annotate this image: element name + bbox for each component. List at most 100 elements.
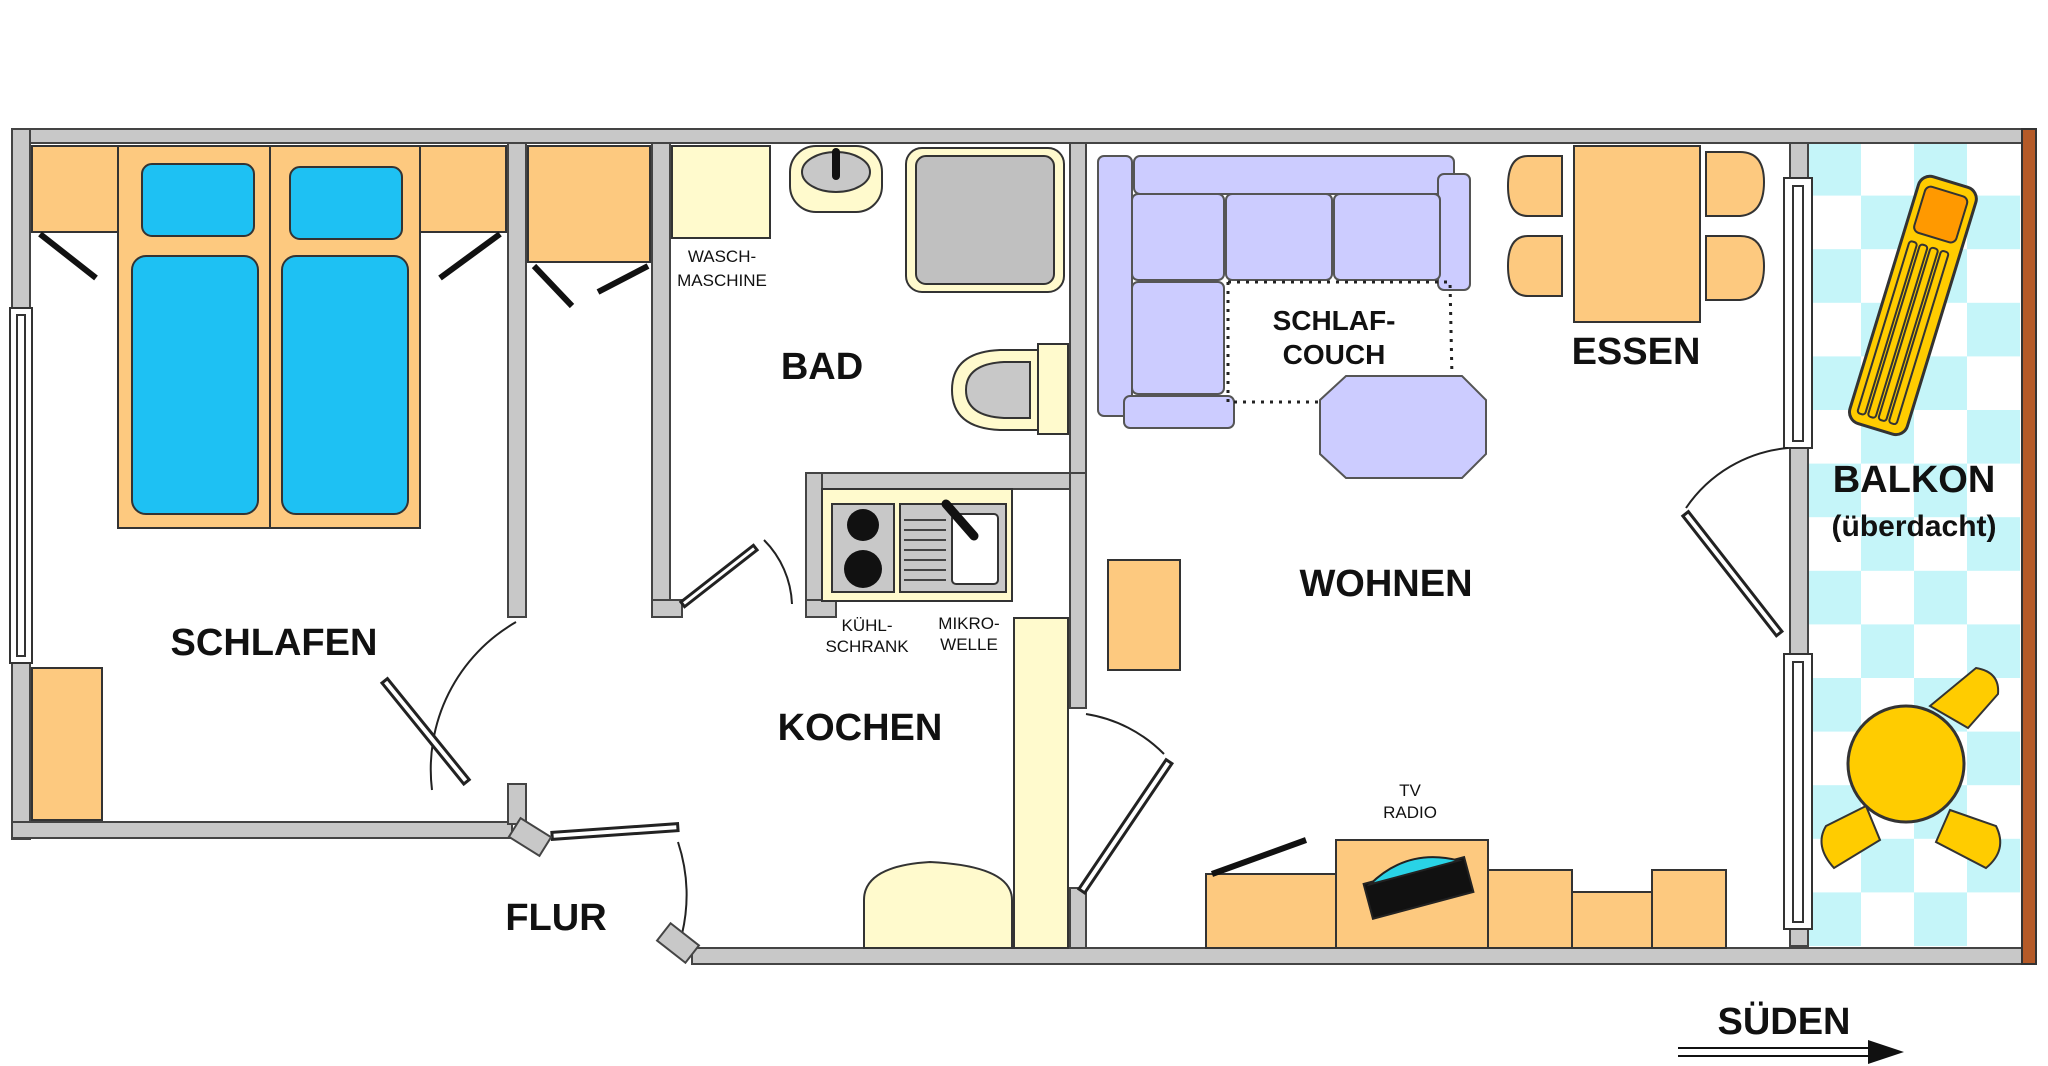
balcony-chair-1 [1928,666,2000,730]
sofa-back-left [1097,155,1133,417]
dining-chair-4 [1705,235,1766,301]
label-schlafcouch-1: SCHLAF- [1273,305,1396,336]
balcony-table [1846,704,1966,824]
door-entrance-jamb-top [507,816,553,858]
mattress-left [131,255,259,515]
compass-arrow-icon [1868,1040,1904,1064]
closet-door-right [596,263,650,295]
balcony-tile [1808,570,1861,625]
label-radio: RADIO [1383,803,1437,822]
toilet-tank [1037,343,1069,435]
pillow-left [141,163,255,237]
door-wohnen-arc [1085,713,1165,755]
label-mikrowelle-1: MIKRO- [938,614,999,633]
window-wohnen-top [1783,177,1813,449]
coffee-table [1319,375,1487,479]
dining-chair-1 [1506,155,1563,217]
wall-schlafen-right-upper [507,142,527,618]
washing-machine [671,145,771,239]
doors [379,447,1789,965]
door-balcony-arc [1685,447,1789,509]
balcony-railing [2021,128,2037,965]
sideboard-door [1210,837,1308,877]
label-bad: BAD [781,346,863,388]
label-flur: FLUR [505,897,606,939]
sofa-arm-right [1437,173,1471,291]
dining-chair-3 [1705,151,1766,217]
balcony-tile [1967,302,2020,357]
sideboard-4 [1651,869,1727,949]
kitchen-table [863,860,1013,949]
sofa-cushion-1 [1131,193,1225,281]
door-entrance-arc [677,841,688,935]
label-wohnen: WOHNEN [1299,563,1472,605]
balcony-tile [1914,570,1967,625]
balcony-chair-2 [1820,804,1882,870]
wall-bad-stub [651,599,683,618]
dining-chair-2 [1506,235,1563,297]
dining-table [1573,145,1701,323]
wall-bad-right [1069,142,1087,474]
bad-room [671,145,1069,435]
sofa-cushion-2 [1225,193,1333,281]
wall-top [11,128,2023,144]
label-balkon: BALKON [1833,459,1996,501]
label-kochen: KOCHEN [778,707,943,749]
sideboard-3 [1571,891,1653,949]
walls [11,128,2037,965]
label-schlafen: SCHLAFEN [171,622,378,664]
labels: SCHLAFEN BAD KOCHEN WOHNEN ESSEN FLUR BA… [171,247,1997,939]
label-schlafcouch-2: COUCH [1283,339,1386,370]
balcony-tile [1808,892,1861,946]
balcony-tile [1861,624,1914,678]
label-kuehlschrank-2: SCHRANK [825,637,909,656]
door-entrance-jamb-bottom [655,921,701,965]
balcony-tile [1967,410,2020,464]
wall-kitchen-stub [805,599,837,618]
sofa-cushion-corner [1131,281,1225,395]
tv-icon [1362,855,1475,921]
label-balkon-note: (überdacht) [1832,510,1997,543]
balcony-tile [1808,142,1861,196]
label-essen: ESSEN [1572,331,1701,373]
balcony-tile [1967,517,2020,571]
pillow-right [289,166,403,240]
side-cabinet [1107,559,1181,671]
label-tv: TV [1399,781,1421,800]
wohnen-room [1097,145,1766,949]
door-entrance-leaf [550,822,680,841]
mattress-right [281,255,409,515]
schlafen-room [31,145,507,821]
door-balcony-leaf [1680,509,1785,638]
burner-bottom [844,550,882,588]
balcony-tile [1861,838,1914,893]
compass-label: SÜDEN [1717,1000,1850,1043]
dresser-schlafen [31,667,103,821]
wall-bottom [691,947,2023,965]
balcony-tile [1808,249,1861,303]
wall-schlafen-bottom [11,821,513,839]
sofa-cushion-3 [1333,193,1441,281]
sofa-arm-bottom [1123,395,1235,429]
door-bad-arc [763,539,793,605]
balcony-furniture [1820,174,2002,870]
closet-door-left [531,263,575,309]
balcony-chair-3 [1934,808,2002,870]
burner-top [847,509,879,541]
balcony-tile [1914,463,1967,518]
wall-bad-left [651,142,671,618]
wardrobe-door-left [38,231,98,281]
label-kuehlschrank-1: KÜHL- [841,616,892,635]
sun-lounger [1848,174,1978,437]
balcony-tile [1967,731,2020,786]
wardrobe-door-right [438,231,502,281]
window-wohnen-bottom [1783,653,1813,930]
wall-kitchen-left [805,472,823,618]
balcony-tile [1808,678,1861,732]
balcony-tile [1914,892,1967,946]
balcony-tile [1861,517,1914,571]
door-wohnen-leaf [1076,757,1175,895]
wall-schlafen-right-lower [507,783,527,825]
kitchen-tall-cabinet [1013,617,1069,949]
